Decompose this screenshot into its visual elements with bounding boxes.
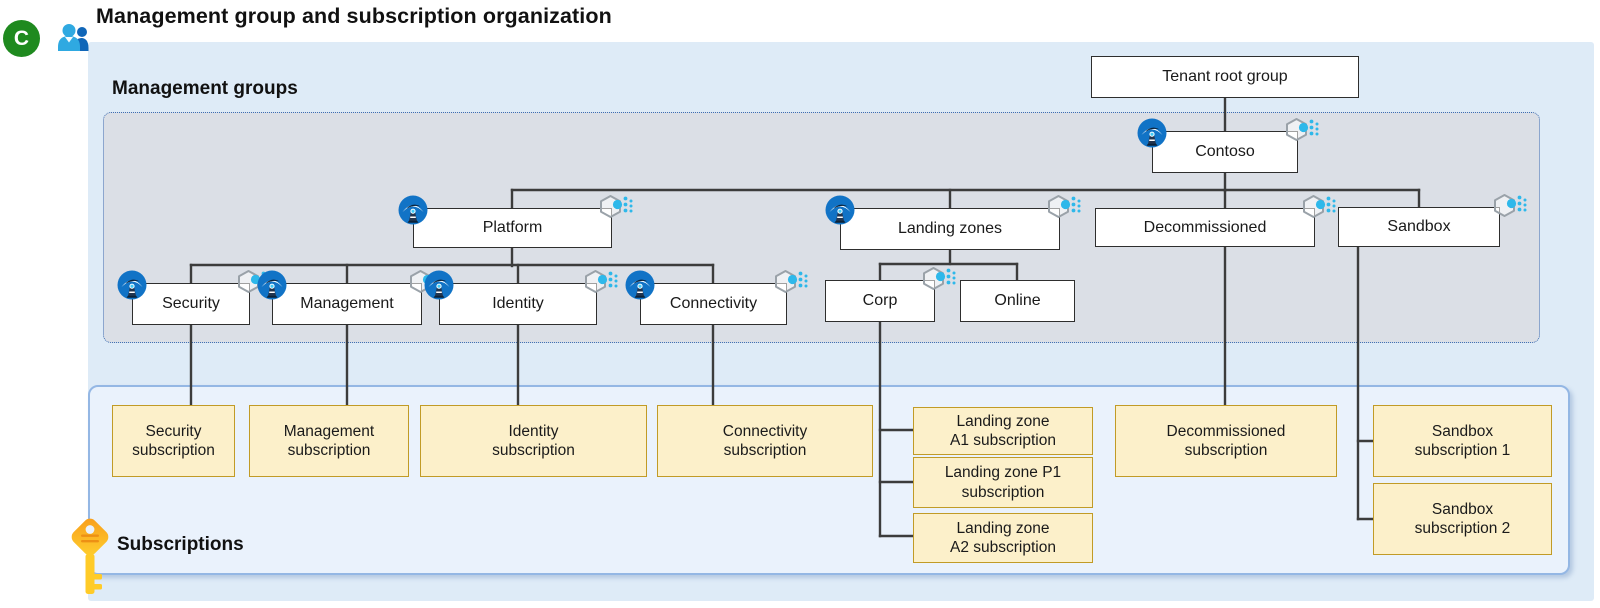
node-label: Identity [492, 295, 544, 312]
lighthouse-icon [424, 270, 454, 300]
node-label: Contoso [1195, 143, 1255, 160]
management-group-icon [1283, 116, 1323, 146]
mg-node-identity: Identity [424, 270, 618, 325]
node-label: Corp [862, 292, 898, 309]
lighthouse-icon [825, 195, 855, 225]
lighthouse-icon [117, 270, 147, 300]
management-groups-heading: Management groups [112, 78, 298, 99]
management-group-icon [1491, 192, 1531, 222]
node-label: Management [300, 295, 394, 312]
lighthouse-icon [257, 270, 287, 300]
management-group-icon [582, 268, 622, 298]
lighthouse-icon [1137, 118, 1167, 148]
lighthouse-icon [398, 195, 428, 225]
node-label: Platform [482, 219, 543, 236]
node-label: Tenant root group [1162, 68, 1288, 85]
mg-node-sandbox: Sandbox [1338, 194, 1527, 247]
node-label: Landing zones [897, 220, 1003, 237]
management-group-icon [772, 268, 812, 298]
mg-node-online: Online [960, 280, 1075, 322]
node-label: Security [162, 295, 220, 312]
node-label: Decommissioned [1143, 218, 1267, 236]
mg-node-connectivity: Connectivity [625, 270, 808, 325]
node-label: Sandbox [1387, 218, 1451, 235]
page-title: Management group and subscription organi… [96, 4, 612, 28]
management-group-icon [1300, 193, 1340, 223]
badge-letter: C [13, 26, 30, 50]
management-group-icon [597, 193, 637, 223]
key-icon [68, 518, 112, 598]
mg-node-contoso: Contoso [1137, 118, 1319, 173]
subscriptions-heading: Subscriptions [117, 534, 244, 555]
mg-node-tenant-root-group: Tenant root group [1091, 56, 1359, 98]
lighthouse-icon [625, 270, 655, 300]
management-group-icon [1045, 193, 1085, 223]
mg-node-corp: Corp [825, 267, 956, 322]
users-icon [56, 21, 92, 57]
mg-node-platform: Platform [398, 195, 633, 248]
node-label: Online [994, 292, 1041, 309]
node-label: Connectivity [669, 295, 758, 312]
mg-node-decommissioned: Decommissioned [1095, 195, 1336, 247]
management-group-icon [920, 265, 960, 295]
step-c-badge: C [3, 20, 40, 57]
mg-node-landing-zones: Landing zones [825, 195, 1081, 250]
mg-node-security: Security [117, 270, 271, 325]
mg-node-management: Management [257, 270, 443, 325]
